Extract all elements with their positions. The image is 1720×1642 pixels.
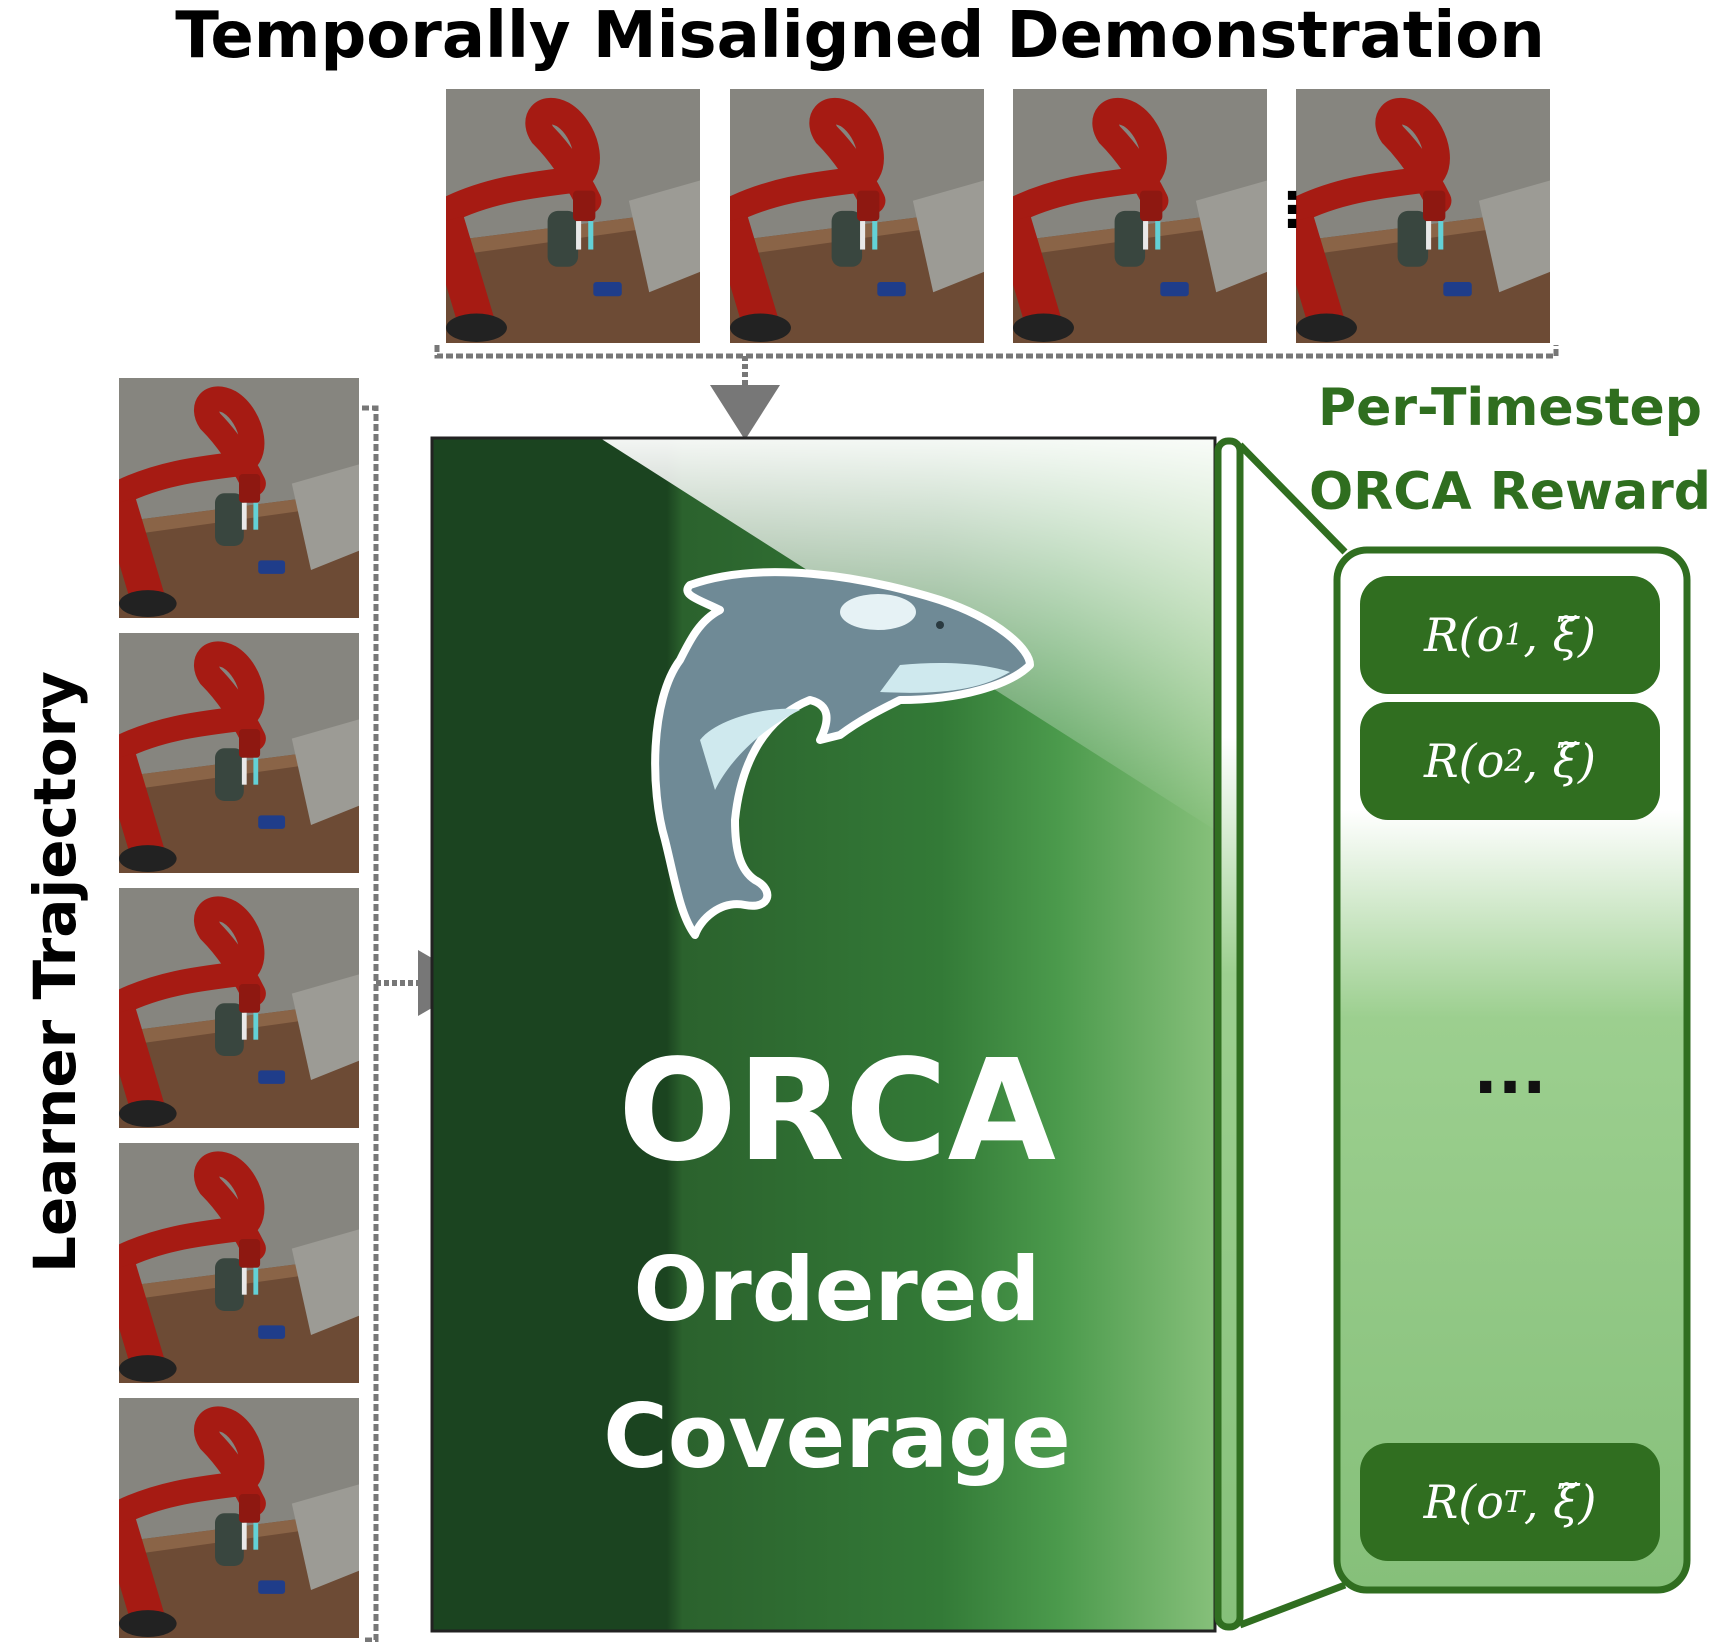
coverage-label: Coverage [603, 1385, 1071, 1488]
reward-ellipsis: ... [1473, 1035, 1547, 1109]
orca-whale-icon [651, 568, 1034, 939]
demo-arrowhead-icon [710, 385, 780, 440]
demonstration-title: Temporally Misaligned Demonstration [175, 0, 1545, 73]
learner-bracket [362, 405, 379, 1642]
ordered-label: Ordered [633, 1238, 1041, 1341]
reward-title-line2: ORCA Reward [1308, 462, 1712, 522]
selected-column [1214, 437, 1244, 1631]
demo-ellipsis: ⋮ [1268, 182, 1316, 238]
demo-bracket [434, 345, 1559, 359]
reward-title-line1: Per-Timestep [1317, 378, 1702, 438]
orca-big-label: ORCA [618, 1030, 1056, 1193]
